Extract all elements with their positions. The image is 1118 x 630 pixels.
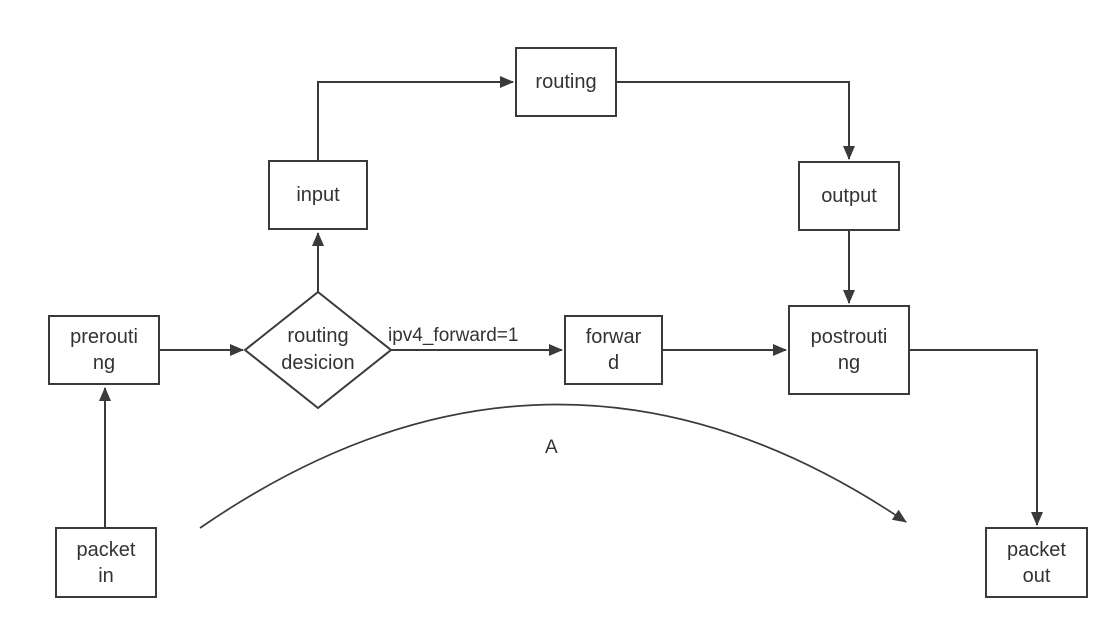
node-forward-label-line1: forwar xyxy=(585,326,642,348)
node-packet-out-label-line1: packet xyxy=(1007,538,1066,561)
node-postrouting-label-line2: ng xyxy=(837,352,861,374)
routing-decision-label-line2: desicion xyxy=(281,352,355,374)
node-output-label: output xyxy=(821,185,877,207)
edge-label-a: A xyxy=(545,437,558,458)
node-routing-label: routing xyxy=(535,71,597,93)
node-packet-in: packet in xyxy=(55,527,157,598)
edge-postrouting-to-packet-out xyxy=(910,349,1043,526)
node-prerouting-label-line2: ng xyxy=(92,352,116,374)
node-prerouting: prerouti ng xyxy=(48,315,160,385)
node-routing: routing xyxy=(515,47,617,117)
node-postrouting: postrouti ng xyxy=(788,305,910,395)
edge-curve-a xyxy=(199,403,907,529)
node-packet-out-label-line2: out xyxy=(1022,564,1051,587)
node-input-label: input xyxy=(296,184,340,206)
node-postrouting-label-line1: postrouti xyxy=(810,326,888,348)
node-packet-out: packet out xyxy=(985,527,1088,598)
edge-label-ipv4-forward: ipv4_forward=1 xyxy=(388,325,519,346)
node-packet-in-label-line1: packet xyxy=(76,538,136,561)
node-forward: forwar d xyxy=(564,315,663,385)
node-input: input xyxy=(268,160,368,230)
edge-routing-to-output xyxy=(617,81,855,160)
node-prerouting-label-line1: prerouti xyxy=(70,326,138,348)
node-packet-in-label-line2: in xyxy=(98,564,114,587)
routing-decision-label: routing desicion xyxy=(248,323,388,377)
routing-decision-diamond xyxy=(243,290,393,410)
node-output: output xyxy=(798,161,900,231)
edge-input-to-routing xyxy=(317,76,514,160)
routing-decision-label-line1: routing xyxy=(287,325,349,347)
node-forward-label-line2: d xyxy=(607,352,620,374)
